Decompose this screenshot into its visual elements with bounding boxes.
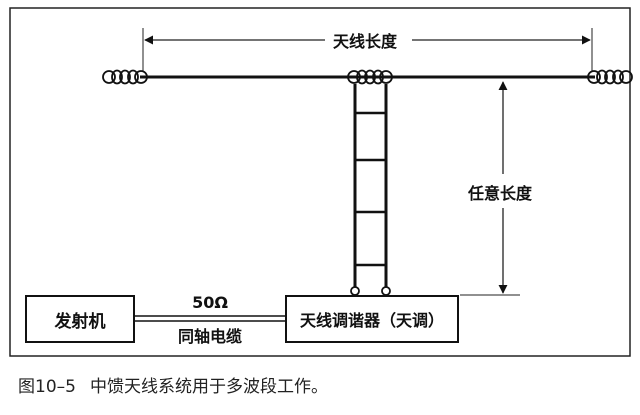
coax-cable [134, 315, 286, 322]
tuner-box [285, 295, 459, 343]
antenna-length-dimension [142, 28, 593, 72]
transmitter-label: 发射机 [54, 312, 106, 332]
tuner-label: 天线调谐器（天调） [299, 311, 444, 330]
antenna-length-label: 天线长度 [329, 28, 402, 52]
any-length-dimension [460, 81, 520, 296]
figure-caption: 图10–5 中馈天线系统用于多波段工作。 [18, 372, 328, 397]
figure-number: 图10–5 [18, 377, 76, 397]
left-insulator-icon [102, 69, 148, 85]
center-insulator-icon [347, 69, 393, 85]
transmitter-box [25, 295, 135, 343]
any-length-label: 任意长度 [464, 180, 537, 204]
right-insulator-icon [587, 69, 633, 85]
coax-cable-label: 同轴电缆 [177, 327, 242, 346]
figure-frame [9, 7, 631, 357]
coax-impedance-label: 50Ω [192, 293, 228, 312]
ladder-line [350, 84, 391, 296]
figure-caption-text: 中馈天线系统用于多波段工作。 [89, 377, 328, 397]
